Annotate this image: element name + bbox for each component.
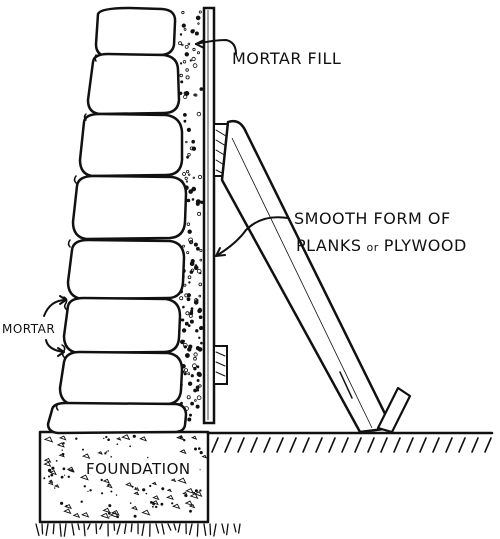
ground-hatch xyxy=(35,431,494,537)
leader-mortar-fill xyxy=(195,39,237,55)
label-smooth-form-line1: SMOOTH FORM OF xyxy=(294,209,451,228)
leader-mortar-lower xyxy=(45,339,65,353)
stone-7 xyxy=(58,350,184,407)
stone-column xyxy=(46,6,188,435)
stone-6 xyxy=(62,296,182,355)
leader-lines xyxy=(43,39,289,357)
label-planks: PLANKS xyxy=(296,236,362,255)
diagonal-brace xyxy=(220,119,394,434)
smooth-form-plank xyxy=(202,6,216,425)
ground-stake xyxy=(376,386,412,434)
stone-2 xyxy=(86,52,181,116)
label-mortar-fill: MORTAR FILL xyxy=(232,49,341,68)
label-or: or xyxy=(367,241,379,254)
stone-8 xyxy=(46,401,188,435)
label-mortar: MORTAR xyxy=(2,322,55,336)
stone-3 xyxy=(78,112,184,178)
lower-cleat xyxy=(213,345,228,385)
label-plywood: PLYWOOD xyxy=(384,236,467,255)
stone-4 xyxy=(71,174,188,241)
foundation-speckle xyxy=(43,434,208,519)
label-smooth-form-line2: PLANKS or PLYWOOD xyxy=(296,236,467,255)
stone-1 xyxy=(94,6,177,58)
stone-5 xyxy=(66,238,186,301)
label-foundation: FOUNDATION xyxy=(86,460,191,478)
leader-smooth-form xyxy=(215,216,289,257)
leader-mortar-upper xyxy=(43,299,67,317)
